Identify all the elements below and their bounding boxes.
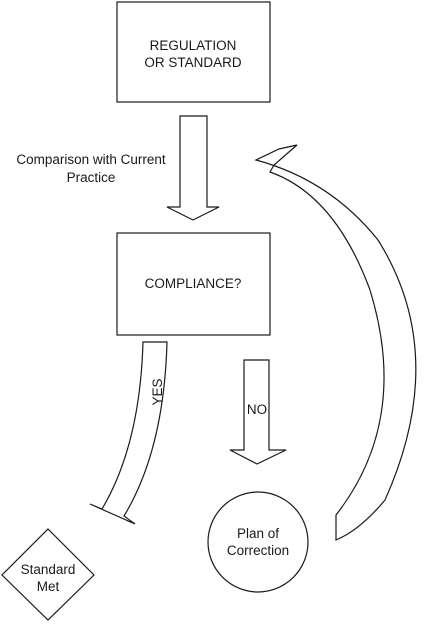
standard-met-label-line2: Met bbox=[37, 579, 60, 594]
standard-met-diamond bbox=[1, 528, 95, 621]
regulation-label-line1: REGULATION bbox=[150, 38, 237, 53]
comparison-label-line1: Comparison with Current bbox=[16, 152, 166, 167]
comparison-label-line2: Practice bbox=[67, 170, 116, 185]
plan-label-line1: Plan of bbox=[237, 526, 279, 541]
comparison-arrow bbox=[166, 115, 220, 221]
no-arrow bbox=[229, 359, 287, 465]
yes-arrow bbox=[89, 341, 168, 525]
return-arrow bbox=[254, 144, 417, 541]
compliance-box bbox=[116, 232, 271, 336]
plan-of-correction-circle bbox=[207, 491, 309, 593]
regulation-box bbox=[116, 1, 271, 103]
standard-met-label-line1: Standard bbox=[21, 562, 76, 577]
no-label: NO bbox=[247, 402, 267, 417]
compliance-label: COMPLIANCE? bbox=[145, 276, 242, 291]
regulation-label-line2: OR STANDARD bbox=[144, 55, 242, 70]
plan-label-line2: Correction bbox=[227, 543, 289, 558]
yes-label: YES bbox=[150, 378, 165, 405]
